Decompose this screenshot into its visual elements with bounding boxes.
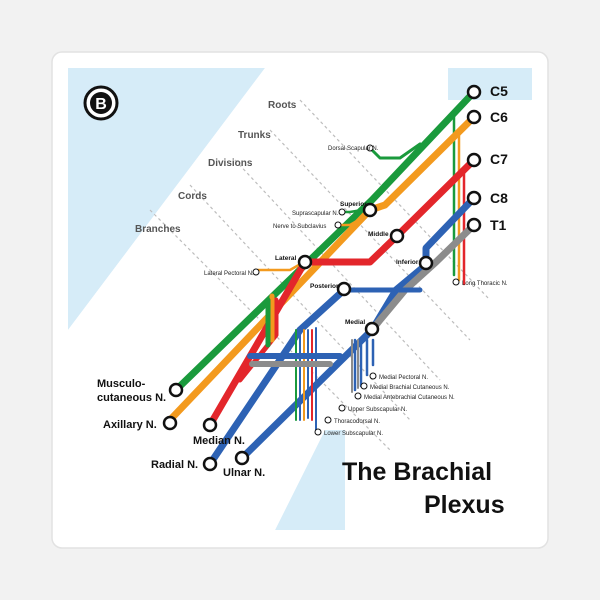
root-c5-node [466, 84, 482, 100]
section-roots: Roots [268, 100, 297, 111]
water-area-bottom [275, 430, 345, 530]
root-c6-node [466, 109, 482, 125]
subclavius-line [338, 216, 364, 227]
upper-subscapular-label: Upper Subscapular N. [348, 407, 407, 413]
lower-subscapular-node [314, 428, 322, 436]
root-c7-node [466, 152, 482, 168]
medial-branches-gray [351, 339, 359, 393]
dorsal-scapular-label: Dorsal Scapular N. [328, 146, 379, 152]
radial-node [202, 456, 218, 472]
lateral-cord-label: Lateral [275, 255, 297, 262]
lateral-pectoral-node [252, 268, 260, 276]
thoracodorsal-label: Thoracodorsal N. [334, 419, 380, 425]
superior-trunk-node [362, 202, 378, 218]
median-node [202, 417, 218, 433]
medial-pectoral-node [369, 372, 377, 380]
lateral-cord-node [297, 254, 313, 270]
root-t1-label: T1 [490, 217, 507, 233]
section-cords: Cords [178, 191, 207, 202]
dorsal-scapular-node [366, 144, 374, 152]
logo-disc [90, 92, 112, 114]
middle-trunk-label: Middle [368, 231, 389, 238]
upper-subscapular-node [338, 404, 346, 412]
root-c8-node [466, 190, 482, 206]
suprascapular-line [342, 208, 364, 214]
medial-antebrachial-label: Medial Antebrachial Cutaneous N. [364, 395, 455, 401]
root-c6-label: C6 [490, 109, 508, 125]
root-c8-label: C8 [490, 190, 508, 206]
posterior-branches [299, 327, 317, 431]
inferior-trunk-node [418, 255, 434, 271]
posterior-cord-node [336, 281, 352, 297]
posterior-cord-label: Posterior [310, 283, 339, 290]
lateral-pectoral-label: Lateral Pectoral N. [204, 271, 254, 277]
root-t1-node [466, 217, 482, 233]
suprascapular-node [338, 208, 346, 216]
middle-trunk-node [389, 228, 405, 244]
inferior-trunk-label: Inferior [396, 259, 419, 266]
medial-branches [353, 338, 375, 392]
axillary-label: Axillary N. [103, 419, 157, 431]
medial-cord-label: Medial [345, 319, 365, 326]
root-c5-label: C5 [490, 83, 508, 99]
subclavius-node [334, 221, 342, 229]
superior-trunk-label: Superior [340, 201, 367, 208]
section-divisions: Divisions [208, 158, 253, 169]
dorsal-scapular-line [370, 142, 422, 160]
medial-brachial-label: Medial Brachial Cutaneous N. [370, 385, 450, 391]
section-trunks: Trunks [238, 130, 271, 141]
medial-cord-node [364, 321, 380, 337]
musculocutaneous-label-1: Musculo- [97, 378, 146, 390]
medial-antebrachial-node [354, 392, 362, 400]
radial-label: Radial N. [151, 459, 198, 471]
musculocutaneous-label-2: cutaneous N. [97, 392, 166, 404]
medial-pectoral-label: Medial Pectoral N. [379, 375, 428, 381]
long-thoracic-node [452, 278, 460, 286]
lower-subscapular-label: Lower Subscapular N. [324, 431, 383, 437]
medial-brachial-node [360, 382, 368, 390]
logo-letter: B [95, 96, 107, 113]
musculocutaneous-node [168, 382, 184, 398]
c5-line [172, 88, 478, 394]
axillary-node [162, 415, 178, 431]
suprascapular-label: Suprascapular N. [292, 211, 339, 217]
title-line-2: Plexus [424, 491, 505, 519]
ulnar-label: Ulnar N. [223, 467, 265, 479]
subclavius-label: Nerve to Subclavius [273, 224, 326, 230]
land-area [68, 68, 448, 530]
section-branches: Branches [135, 224, 181, 235]
logo: B [83, 85, 119, 121]
long-thoracic-label: Long Thoracic N. [462, 281, 508, 287]
root-c7-label: C7 [490, 151, 508, 167]
median-label: Median N. [193, 435, 245, 447]
title-line-1: The Brachial [342, 458, 492, 486]
thoracodorsal-node [324, 416, 332, 424]
ulnar-node [234, 450, 250, 466]
c8-line [236, 194, 478, 464]
